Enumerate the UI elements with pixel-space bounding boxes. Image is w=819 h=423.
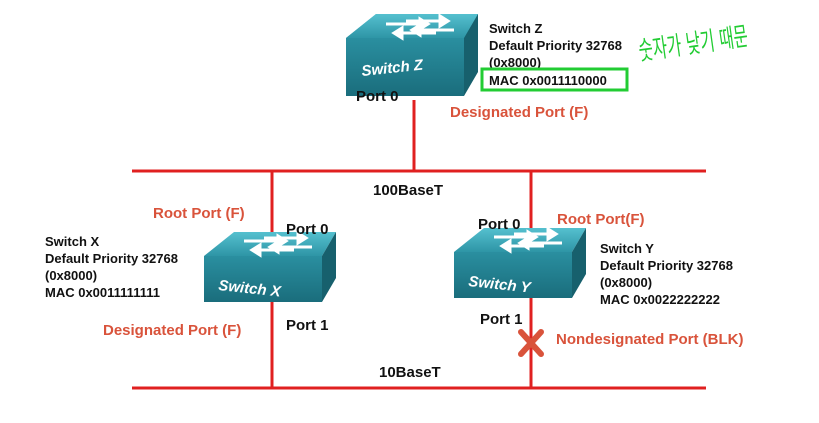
switch-y-port0-role: Root Port(F) — [557, 211, 644, 228]
switch-y-port1-label: Port 1 — [480, 311, 523, 328]
switch-x-port0-label: Port 0 — [286, 221, 329, 238]
segment-10baset-label: 10BaseT — [379, 364, 441, 381]
switch-x-info-name: Switch X — [45, 234, 100, 249]
switch-y-info-priority-hex: (0x8000) — [600, 275, 652, 290]
blocked-port-x-icon — [518, 329, 544, 357]
switch-x-info-priority-hex: (0x8000) — [45, 268, 97, 283]
switch-z-label: Switch Z — [361, 57, 425, 80]
switch-z-info-name: Switch Z — [489, 21, 543, 36]
mac-highlight-box — [480, 67, 629, 92]
switch-z-info-priority-hex: (0x8000) — [489, 55, 541, 70]
switch-z-info-mac: MAC 0x0011110000 — [489, 73, 607, 88]
handwritten-annotation: 숫자가 낮기 때문 — [637, 22, 750, 67]
segment-100baset-label: 100BaseT — [373, 182, 443, 199]
switch-y-label: Switch Y — [468, 273, 534, 297]
switch-z-port0-role: Designated Port (F) — [450, 104, 588, 121]
switch-x-info-priority: Default Priority 32768 — [45, 251, 178, 266]
switch-y-info-priority: Default Priority 32768 — [600, 258, 733, 273]
switch-x-icon: Switch X — [204, 230, 336, 302]
switch-y-port0-label: Port 0 — [478, 216, 521, 233]
switch-y-info-name: Switch Y — [600, 241, 654, 256]
switch-z-icon: Switch Z — [346, 13, 478, 96]
switch-y-info-mac: MAC 0x0022222222 — [600, 292, 720, 307]
switch-z-info-priority: Default Priority 32768 — [489, 38, 622, 53]
switch-x-port0-role: Root Port (F) — [153, 205, 245, 222]
switch-x-port1-label: Port 1 — [286, 317, 329, 334]
switch-x-info-mac: MAC 0x0011111111 — [45, 285, 160, 300]
switch-x-port1-role: Designated Port (F) — [103, 322, 241, 339]
switch-y-port1-role: Nondesignated Port (BLK) — [556, 331, 744, 348]
switch-x-label: Switch X — [218, 277, 283, 301]
switch-z-port0-label: Port 0 — [356, 88, 399, 105]
switch-y-icon: Switch Y — [454, 226, 586, 298]
